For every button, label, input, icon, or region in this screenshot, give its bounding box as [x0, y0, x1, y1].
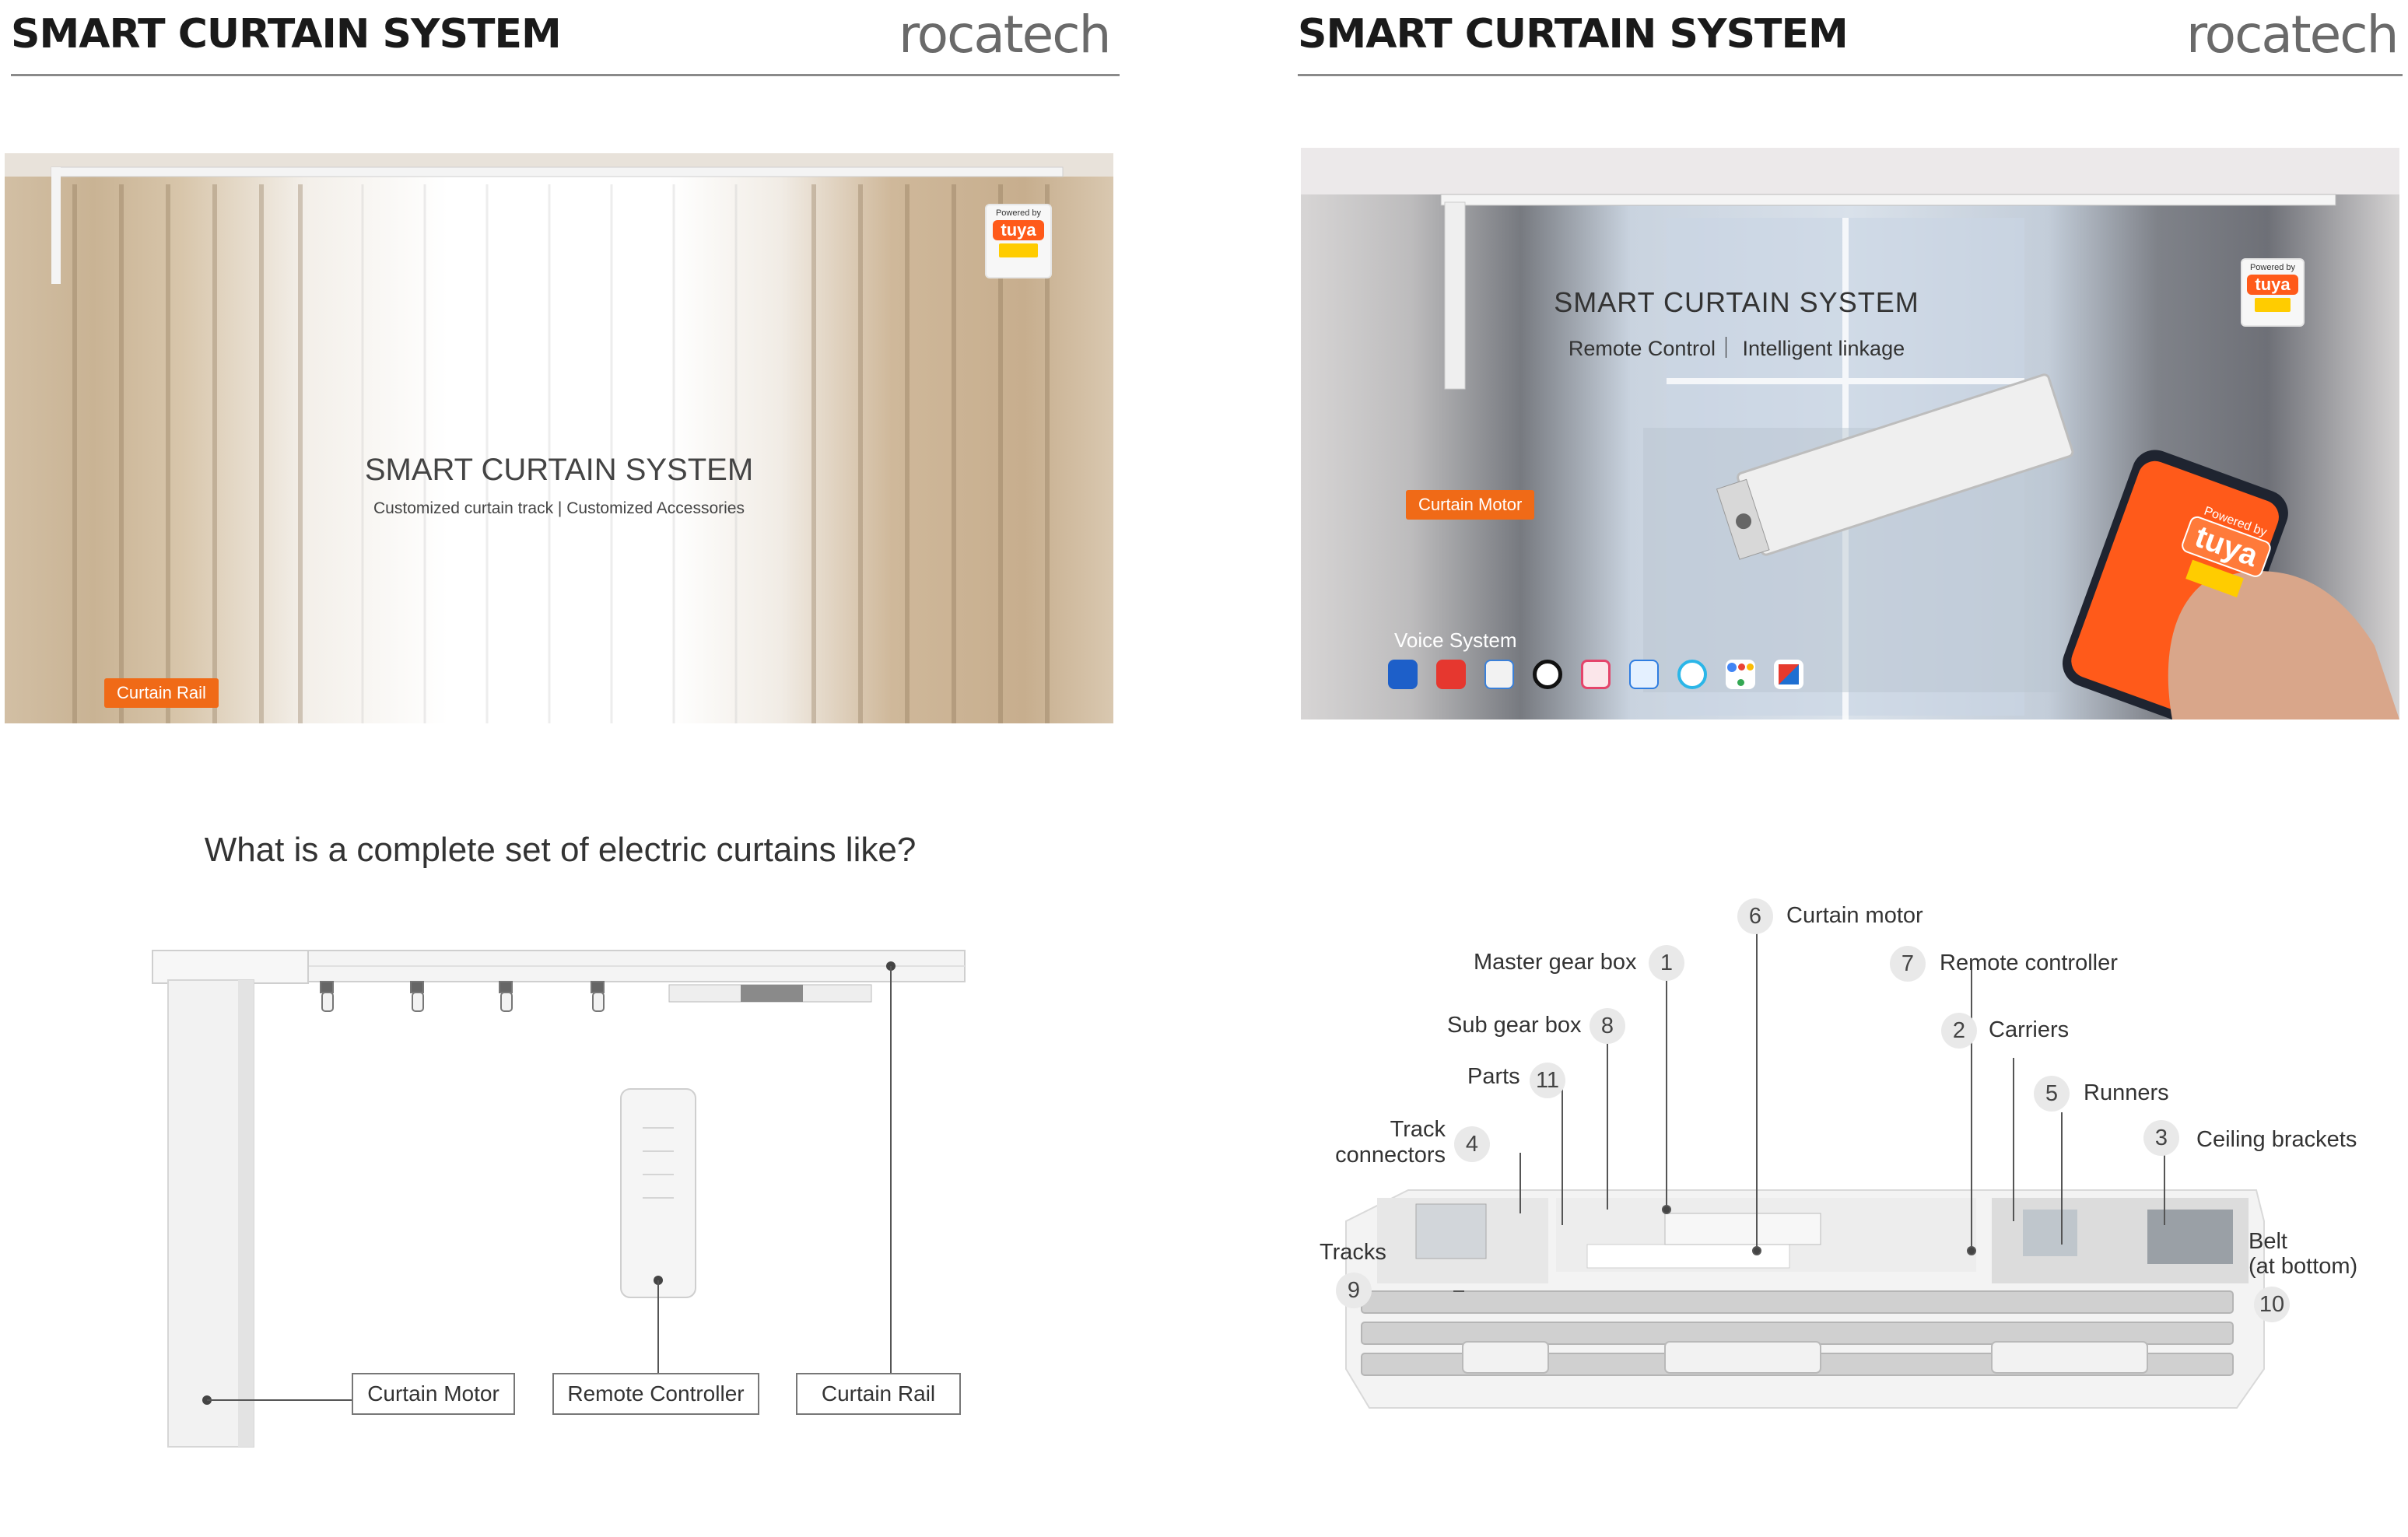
living-room-curtain-photo: SMART CURTAIN SYSTEM Customized curtain … — [5, 153, 1113, 723]
tuya-powered-text: Powered by — [995, 208, 1042, 218]
tuya-logo: tuya — [993, 220, 1044, 240]
curtain-rail-tag: Curtain Rail — [104, 678, 219, 708]
voice-system-label: Voice System — [1394, 628, 1517, 652]
right-photo-subtitle: Remote Control｜ Intelligent linkage — [1568, 337, 1905, 360]
curtain-folds-graphic — [5, 153, 1113, 723]
part-2-label: Carriers — [1989, 1017, 2070, 1042]
target-app-icon — [1581, 660, 1611, 689]
left-photo-title: SMART CURTAIN SYSTEM — [364, 453, 754, 487]
left-rocatech-logo: rocatech — [899, 5, 1111, 65]
left-brand-title: SMART CURTAIN SYSTEM — [11, 11, 562, 58]
part-9-number: 9 — [1336, 1273, 1372, 1308]
grid-app-icon — [1774, 660, 1803, 689]
bedroom-motor-photo: SMART CURTAIN SYSTEM Remote Control｜ Int… — [1301, 148, 2399, 719]
voice-icons-row — [1388, 660, 1803, 689]
part-8-label: Sub gear box — [1447, 1013, 1582, 1038]
part-4-number: 4 — [1454, 1126, 1490, 1162]
curtain-motor-label: Curtain Motor — [352, 1373, 515, 1415]
part-5-number: 5 — [2034, 1076, 2070, 1112]
mail-app-icon — [1388, 660, 1418, 689]
left-header-rule — [11, 74, 1120, 76]
part-5-label: Runners — [2084, 1080, 2169, 1105]
right-tuya-badge: Powered by tuya — [2241, 258, 2305, 327]
part-8-number: 8 — [1590, 1008, 1625, 1044]
part-10-label-line1: Belt — [2249, 1229, 2287, 1254]
record-app-icon — [1533, 660, 1562, 689]
right-rocatech-logo: rocatech — [2186, 5, 2399, 65]
chat-app-icon — [1484, 660, 1514, 689]
part-9-label: Tracks — [1320, 1240, 1386, 1265]
alexa-icon — [1677, 660, 1707, 689]
part-10-number: 10 — [2254, 1287, 2290, 1322]
curtain-set-illustration — [152, 950, 966, 1448]
diagram-question: What is a complete set of electric curta… — [204, 831, 917, 869]
left-photo-subtitle: Customized curtain track | Customized Ac… — [373, 499, 745, 517]
tuya-yellow-bar — [2254, 298, 2291, 312]
part-11-number: 11 — [1530, 1063, 1565, 1098]
part-1-number: 1 — [1649, 945, 1684, 981]
part-3-number: 3 — [2143, 1120, 2179, 1156]
tuya-yellow-bar — [999, 243, 1038, 257]
curtain-rail-label: Curtain Rail — [796, 1373, 961, 1415]
cloud-app-icon — [1629, 660, 1659, 689]
motor-scene-graphic — [1301, 148, 2399, 719]
part-4-label-line1: Track — [1390, 1117, 1446, 1142]
part-1-label: Master gear box — [1474, 950, 1637, 975]
pulse-app-icon — [1436, 660, 1466, 689]
part-10-label-line2: (at bottom) — [2249, 1254, 2358, 1279]
part-4-label: Track connectors — [1329, 1117, 1446, 1168]
left-tuya-badge: Powered by tuya — [985, 204, 1052, 278]
part-6-number: 6 — [1737, 898, 1773, 934]
google-assistant-icon — [1726, 660, 1755, 689]
remote-controller — [620, 1088, 696, 1298]
part-7-number: 7 — [1890, 946, 1926, 982]
tuya-logo: tuya — [2247, 275, 2298, 295]
part-7-label: Remote controller — [1940, 951, 2118, 975]
part-4-label-line2: connectors — [1335, 1143, 1446, 1168]
part-10-label: Belt (at bottom) — [2249, 1229, 2357, 1279]
part-leader-lines — [1453, 916, 2165, 1292]
tuya-powered-text: Powered by — [2249, 263, 2296, 272]
right-brand-title: SMART CURTAIN SYSTEM — [1298, 11, 1849, 58]
part-11-label: Parts — [1467, 1064, 1520, 1089]
part-2-number: 2 — [1941, 1013, 1977, 1049]
curtain-motor-tag: Curtain Motor — [1406, 490, 1535, 520]
remote-controller-label: Remote Controller — [552, 1373, 759, 1415]
part-3-label: Ceiling brackets — [2196, 1127, 2357, 1152]
part-6-label: Curtain motor — [1786, 903, 1923, 928]
right-photo-title: SMART CURTAIN SYSTEM — [1554, 286, 1919, 318]
exploded-kit-illustration — [1345, 1189, 2265, 1409]
right-header-rule — [1298, 74, 2403, 76]
